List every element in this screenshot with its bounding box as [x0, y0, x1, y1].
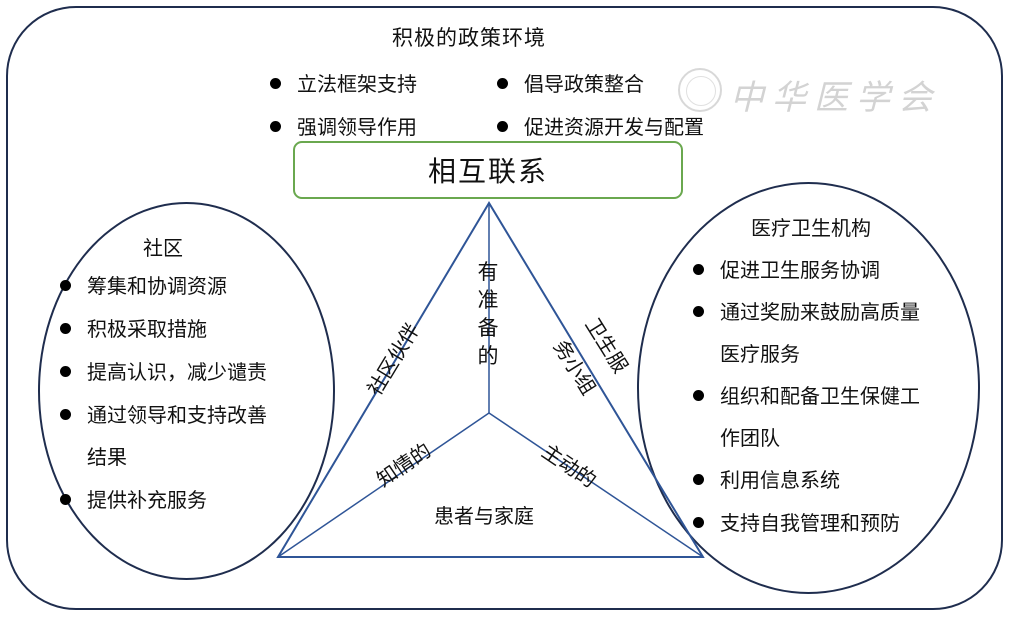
- bottom-label: 患者与家庭: [434, 504, 534, 528]
- health-org-item-2: 通过奖励来鼓励高质量: [693, 296, 920, 325]
- community-item-label: 通过领导和支持改善: [87, 403, 267, 427]
- bullet-icon: [60, 280, 71, 291]
- bullet-icon: [693, 474, 704, 485]
- bullet-icon: [60, 494, 71, 505]
- policy-item-3: 强调领导作用: [270, 111, 417, 140]
- health-org-item-3-cont: 作团队: [720, 426, 780, 450]
- community-item-4: 通过领导和支持改善: [60, 399, 267, 428]
- community-item-label: 筹集和协调资源: [87, 274, 227, 298]
- seal-icon: [678, 68, 722, 112]
- community-item-2: 积极采取措施: [60, 313, 207, 342]
- policy-item-4: 促进资源开发与配置: [497, 111, 704, 140]
- community-item-label: 提高认识，减少谴责: [87, 360, 267, 384]
- bullet-icon: [497, 121, 508, 132]
- community-item-4-cont: 结果: [87, 445, 127, 469]
- health-org-item-3: 组织和配备卫生保健工: [693, 380, 920, 409]
- community-ellipse: [38, 202, 335, 580]
- bullet-icon: [60, 409, 71, 420]
- bullet-icon: [270, 78, 281, 89]
- health-org-item-2-cont: 医疗服务: [720, 342, 800, 366]
- health-org-item-label: 促进卫生服务协调: [720, 258, 880, 282]
- community-item-1: 筹集和协调资源: [60, 270, 227, 299]
- policy-item-label: 立法框架支持: [297, 72, 417, 96]
- community-item-3: 提高认识，减少谴责: [60, 356, 267, 385]
- community-item-5: 提供补充服务: [60, 484, 207, 513]
- health-org-title: 医疗卫生机构: [751, 216, 871, 240]
- triangle-outline: [276, 201, 705, 558]
- community-item-label: 提供补充服务: [87, 488, 207, 512]
- watermark-logo: 中华医学会: [678, 64, 978, 124]
- bullet-icon: [693, 264, 704, 275]
- health-org-item-5: 支持自我管理和预防: [693, 507, 900, 536]
- health-org-ellipse: [637, 182, 980, 594]
- community-item-label: 积极采取措施: [87, 317, 207, 341]
- center-link-box: 相互联系: [293, 141, 683, 199]
- policy-item-2: 倡导政策整合: [497, 68, 644, 97]
- watermark-text: 中华医学会: [730, 78, 940, 118]
- center-line-right: [488, 412, 704, 558]
- bullet-icon: [693, 390, 704, 401]
- policy-item-1: 立法框架支持: [270, 68, 417, 97]
- policy-title: 积极的政策环境: [392, 26, 546, 50]
- policy-item-label: 强调领导作用: [297, 115, 417, 139]
- bullet-icon: [693, 306, 704, 317]
- bullet-icon: [693, 517, 704, 528]
- health-org-item-4: 利用信息系统: [693, 464, 840, 493]
- bullet-icon: [60, 366, 71, 377]
- bullet-icon: [270, 121, 281, 132]
- center-vertical-label: 有 准 备 的: [477, 260, 499, 368]
- policy-item-label: 倡导政策整合: [524, 72, 644, 96]
- community-title: 社区: [143, 236, 183, 260]
- health-org-item-1: 促进卫生服务协调: [693, 254, 880, 283]
- bullet-icon: [60, 323, 71, 334]
- health-org-item-label: 组织和配备卫生保健工: [720, 384, 920, 408]
- health-org-item-label: 利用信息系统: [720, 468, 840, 492]
- outer-frame: [6, 6, 1003, 610]
- health-org-item-label: 支持自我管理和预防: [720, 511, 900, 535]
- health-org-item-label: 通过奖励来鼓励高质量: [720, 300, 920, 324]
- bullet-icon: [497, 78, 508, 89]
- center-line-left: [277, 412, 490, 558]
- policy-item-label: 促进资源开发与配置: [524, 115, 704, 139]
